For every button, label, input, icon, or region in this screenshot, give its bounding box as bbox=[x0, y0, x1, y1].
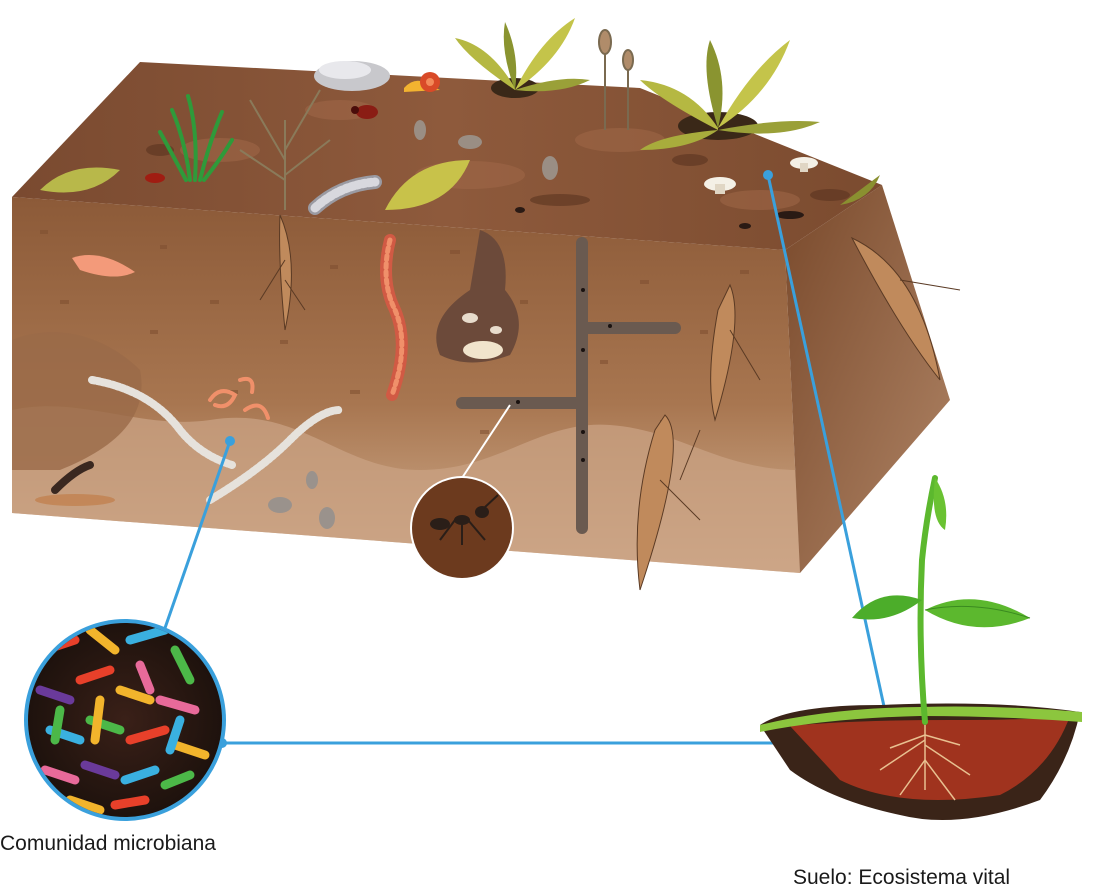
microbial-community-image bbox=[24, 619, 226, 821]
soil-ecosystem-label: Suelo: Ecosistema vital bbox=[793, 866, 1010, 890]
rock-icon bbox=[314, 61, 390, 91]
microbial-community-label: Comunidad microbiana bbox=[0, 832, 216, 856]
beetle-icon bbox=[145, 173, 165, 183]
